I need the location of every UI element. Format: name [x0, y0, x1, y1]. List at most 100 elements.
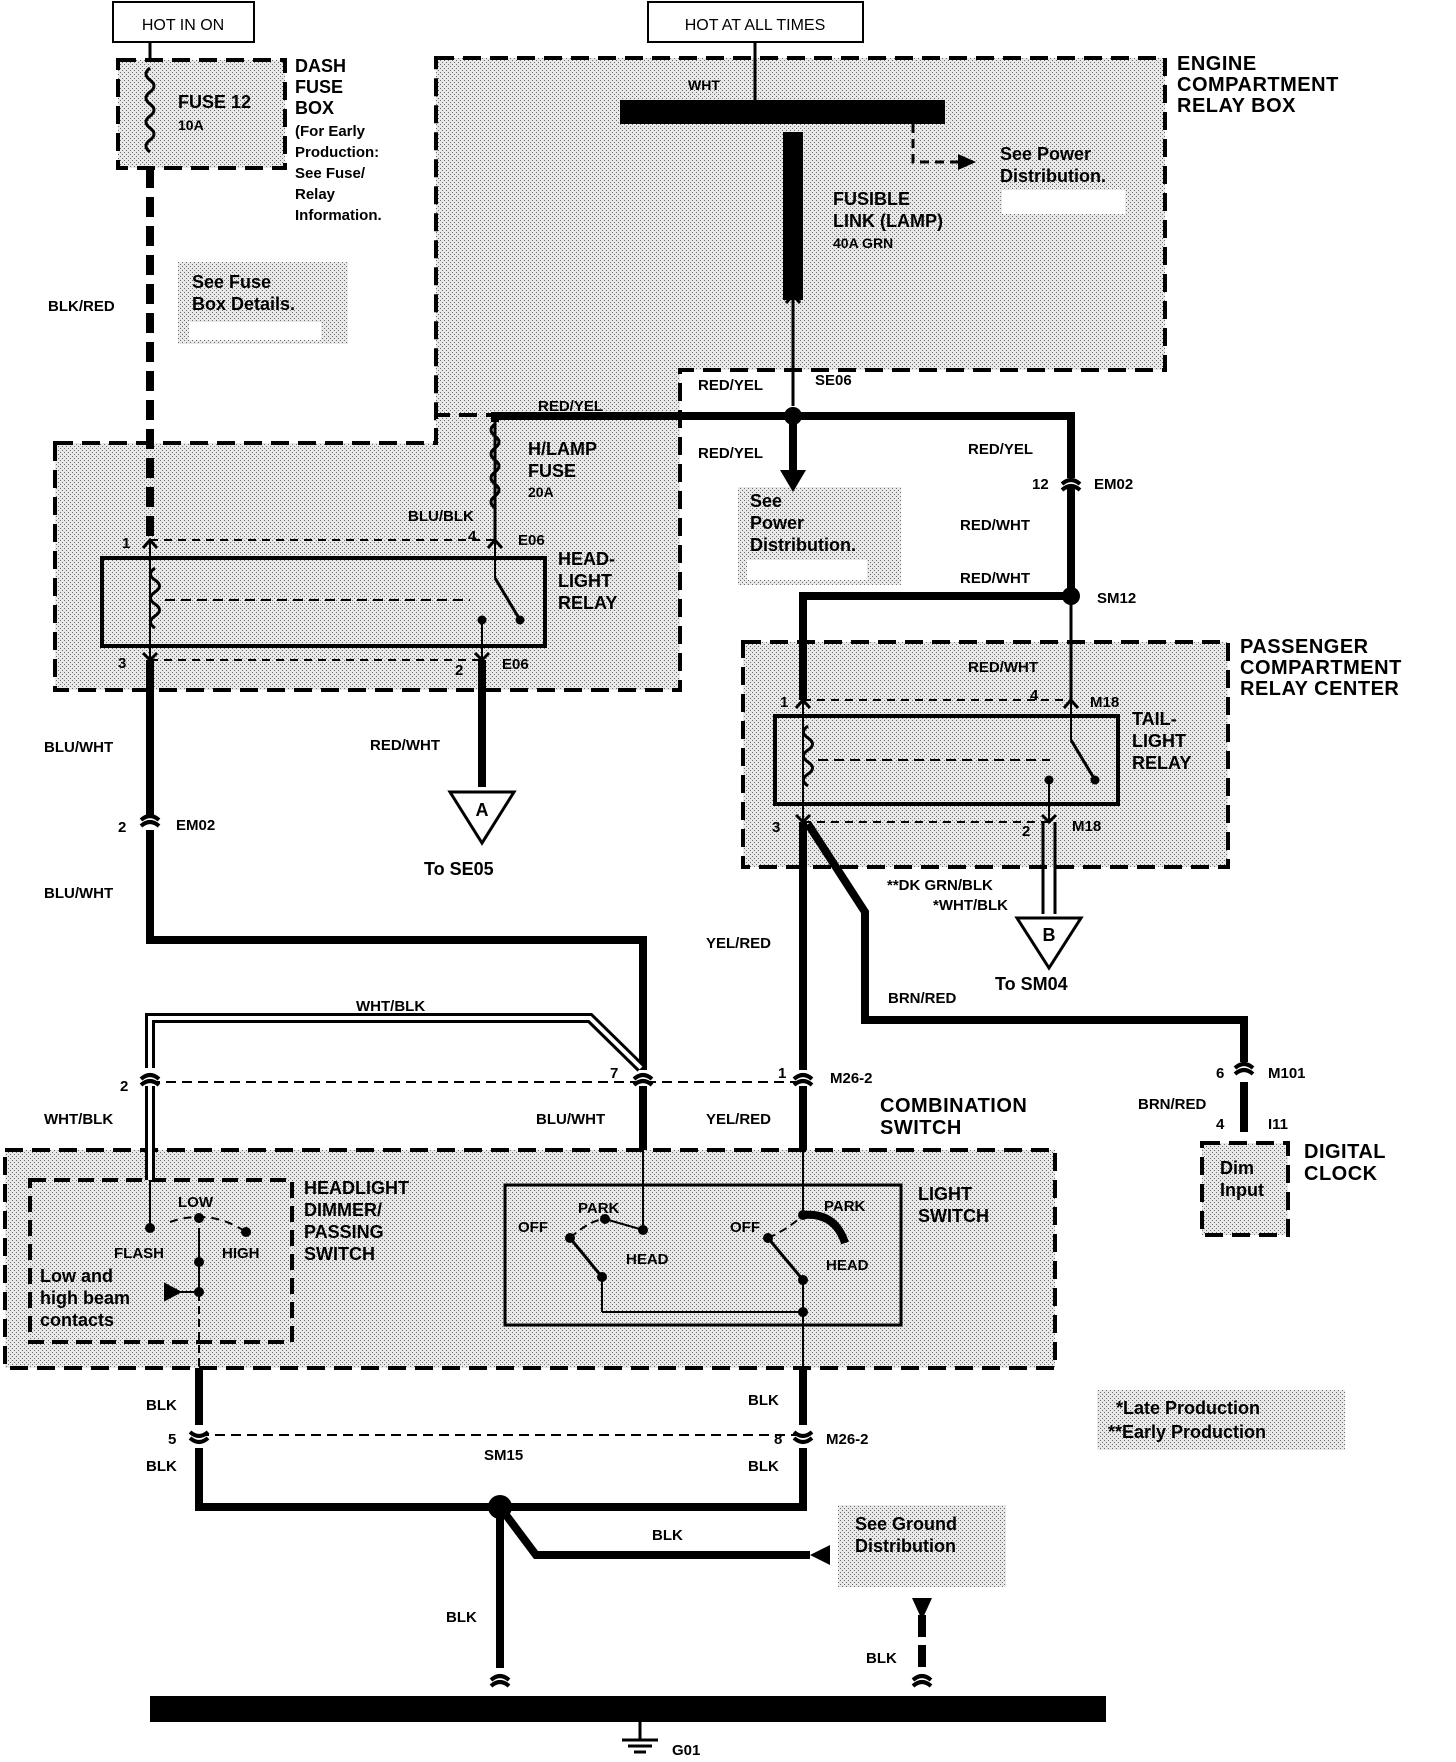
fusible-link-2: LINK (LAMP) [833, 211, 943, 231]
wire-red-yel-1: RED/YEL [538, 398, 603, 415]
wire-red-wht-4: RED/WHT [370, 737, 440, 754]
hlamp-fuse-symbol [489, 422, 501, 510]
connector-m26-2-2: M26-2 [826, 1431, 869, 1448]
pin-combo-7: 7 [610, 1065, 618, 1082]
connector-e06-2: E06 [502, 656, 529, 673]
wire-red-wht-2: RED/WHT [960, 570, 1030, 587]
pin-sm15-5: 5 [168, 1431, 176, 1448]
pin-combo-2: 2 [120, 1078, 128, 1095]
headlight-relay-title-1: HEAD- [558, 549, 615, 569]
light-switch-dots [565, 1210, 808, 1317]
dash-fuse-box-title-3: BOX [295, 98, 334, 118]
pin-tlr-3: 3 [772, 819, 780, 836]
hot-at-all-times-box [647, 1, 864, 43]
digital-clock-title-2: CLOCK [1304, 1163, 1378, 1185]
offpage-a-triangle [447, 790, 517, 846]
combination-switch-title-1: COMBINATION [880, 1095, 1027, 1117]
light-switch-park-arc [802, 1210, 849, 1245]
wire-blk-5: BLK [652, 1527, 683, 1544]
fuse-12-name: FUSE 12 [178, 92, 251, 112]
dash-fuse-box-title-2: FUSE [295, 77, 343, 97]
wire-yel-red-1: YEL/RED [706, 935, 771, 952]
dimmer-switch-title-2: DIMMER/ [304, 1200, 382, 1220]
wire-brn-red-1: BRN/RED [888, 990, 957, 1007]
pin-tlr-1: 1 [780, 694, 788, 711]
hlamp-fuse-1: H/LAMP [528, 439, 597, 459]
dimmer-switch-title-4: SWITCH [304, 1244, 375, 1264]
legend-late: *Late Production [1116, 1398, 1260, 1418]
hot-in-on-label: HOT IN ON [142, 17, 224, 34]
hot-at-all-times-label: HOT AT ALL TIMES [685, 17, 826, 34]
headlight-relay-title-2: LIGHT [558, 571, 612, 591]
wire-red-yel-4: RED/YEL [968, 441, 1033, 458]
passenger-relay-center-title-3: RELAY CENTER [1240, 678, 1399, 700]
dimmer-switch-box [28, 1178, 294, 1344]
wire-blu-wht-3: BLU/WHT [536, 1111, 605, 1128]
wire-wht-blk-1: WHT/BLK [356, 998, 425, 1015]
shaded-boxes [3, 56, 1290, 1370]
taillight-relay-title-3: RELAY [1132, 753, 1191, 773]
pin-combo-1: 1 [778, 1065, 786, 1082]
connector-e06-1: E06 [518, 532, 545, 549]
headlight-relay-title-3: RELAY [558, 593, 617, 613]
pin-hlr-4: 4 [468, 528, 477, 545]
dimmer-switch-dots [145, 1213, 251, 1297]
wire-blk-4: BLK [748, 1458, 779, 1475]
wire-wht-blk-late: *WHT/BLK [933, 897, 1008, 914]
wire-blk-1: BLK [146, 1397, 177, 1414]
wire-blu-wht-2: BLU/WHT [44, 885, 113, 902]
power-dist-note-2: Distribution. [1000, 166, 1106, 186]
fuse-details-note-1: See Fuse [192, 272, 271, 292]
dimmer-flash: FLASH [114, 1245, 164, 1262]
offpage-a-text: To SE05 [424, 859, 494, 879]
light-switch-head-1: HEAD [626, 1251, 669, 1268]
light-switch-head-2: HEAD [826, 1257, 869, 1274]
pin-em02-12: 12 [1032, 476, 1049, 493]
wire-blk-7: BLK [866, 1650, 897, 1667]
taillight-relay-title-2: LIGHT [1132, 731, 1186, 751]
dash-fuse-box-note-3: See Fuse/ [295, 165, 366, 182]
offpage-a-letter: A [476, 800, 489, 820]
power-dist-2-line-3: Distribution. [750, 535, 856, 555]
wire-blk-6: BLK [446, 1609, 477, 1626]
ground-dist-arrow [810, 1545, 830, 1565]
dash-fuse-box-note-1: (For Early [295, 123, 366, 140]
dimmer-low: LOW [178, 1194, 214, 1211]
power-dist-2-line-2: Power [750, 513, 804, 533]
connector-se06: SE06 [815, 372, 852, 389]
pin-i11-4: 4 [1216, 1116, 1225, 1133]
connector-m26-2-1: M26-2 [830, 1070, 873, 1087]
pin-tlr-2: 2 [1022, 823, 1030, 840]
legend-note-bg [1097, 1390, 1345, 1450]
ground-dist-note-bg [838, 1505, 1006, 1587]
power-dist-2-line-1: See [750, 491, 782, 511]
ground-dist-2: Distribution [855, 1536, 956, 1556]
wire-red-wht-1: RED/WHT [960, 517, 1030, 534]
relay-pin-arrows [141, 101, 1080, 825]
fuse-details-note-2: Box Details. [192, 294, 295, 314]
ground-dist-1: See Ground [855, 1514, 957, 1534]
passenger-relay-center-title-2: COMPARTMENT [1240, 657, 1402, 679]
offpage-b-letter: B [1043, 925, 1056, 945]
wire-red-wht-3: RED/WHT [968, 659, 1038, 676]
connector-sm15: SM15 [484, 1447, 523, 1464]
dash-fuse-box [116, 58, 287, 170]
dash-fuse-box-note-4: Relay [295, 186, 336, 203]
digital-clock-title-1: DIGITAL [1304, 1141, 1386, 1163]
dash-fuse-box-title-1: DASH [295, 56, 346, 76]
engine-relay-box-title-1: ENGINE [1177, 53, 1257, 75]
ground-bus-bar [150, 1696, 1106, 1722]
hlamp-fuse-2: FUSE [528, 461, 576, 481]
connector-em02-1: EM02 [1094, 476, 1133, 493]
dimmer-contacts-2: high beam [40, 1288, 130, 1308]
wire-blk-3: BLK [748, 1392, 779, 1409]
connector-em02-2: EM02 [176, 817, 215, 834]
wire-wht-blk-2: WHT/BLK [44, 1111, 113, 1128]
legend-early: **Early Production [1108, 1422, 1266, 1442]
hlamp-fuse-rating: 20A [528, 484, 554, 500]
offpage-b-text: To SM04 [995, 974, 1068, 994]
dimmer-switch-title-1: HEADLIGHT [304, 1178, 409, 1198]
light-switch-title-1: LIGHT [918, 1184, 972, 1204]
wire-yel-red-2: YEL/RED [706, 1111, 771, 1128]
